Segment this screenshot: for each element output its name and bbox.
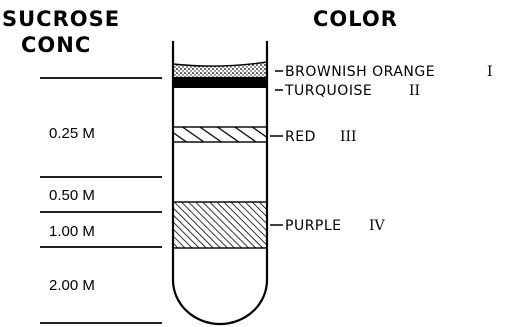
- band-2-turquoise: [173, 77, 267, 88]
- band-label-red: RED: [285, 129, 316, 145]
- layer-label-1-00: 1.00 M: [49, 223, 95, 240]
- band-label-purple: PURPLE: [285, 218, 342, 234]
- header-color: COLOR: [313, 7, 398, 31]
- header-sucrose: SUCROSE: [2, 7, 120, 31]
- layer-label-0-50: 0.50 M: [49, 187, 95, 204]
- band-label-brownish-orange: BROWNISH ORANGE: [285, 64, 435, 80]
- band-numeral-1: I: [487, 64, 493, 80]
- centrifuge-tube: [173, 41, 267, 324]
- band-4-purple: [173, 202, 267, 248]
- header-conc: CONC: [21, 33, 91, 57]
- band-labels: BROWNISH ORANGE I TURQUOISE II RED III P…: [270, 64, 493, 234]
- band-label-turquoise: TURQUOISE: [284, 83, 372, 99]
- band-numeral-4: IV: [369, 218, 386, 234]
- band-numeral-3: III: [340, 129, 357, 145]
- band-numeral-2: II: [409, 83, 420, 99]
- layer-label-2-00: 2.00 M: [49, 277, 95, 294]
- layer-label-0-25: 0.25 M: [49, 125, 95, 142]
- band-3-red: [173, 127, 267, 142]
